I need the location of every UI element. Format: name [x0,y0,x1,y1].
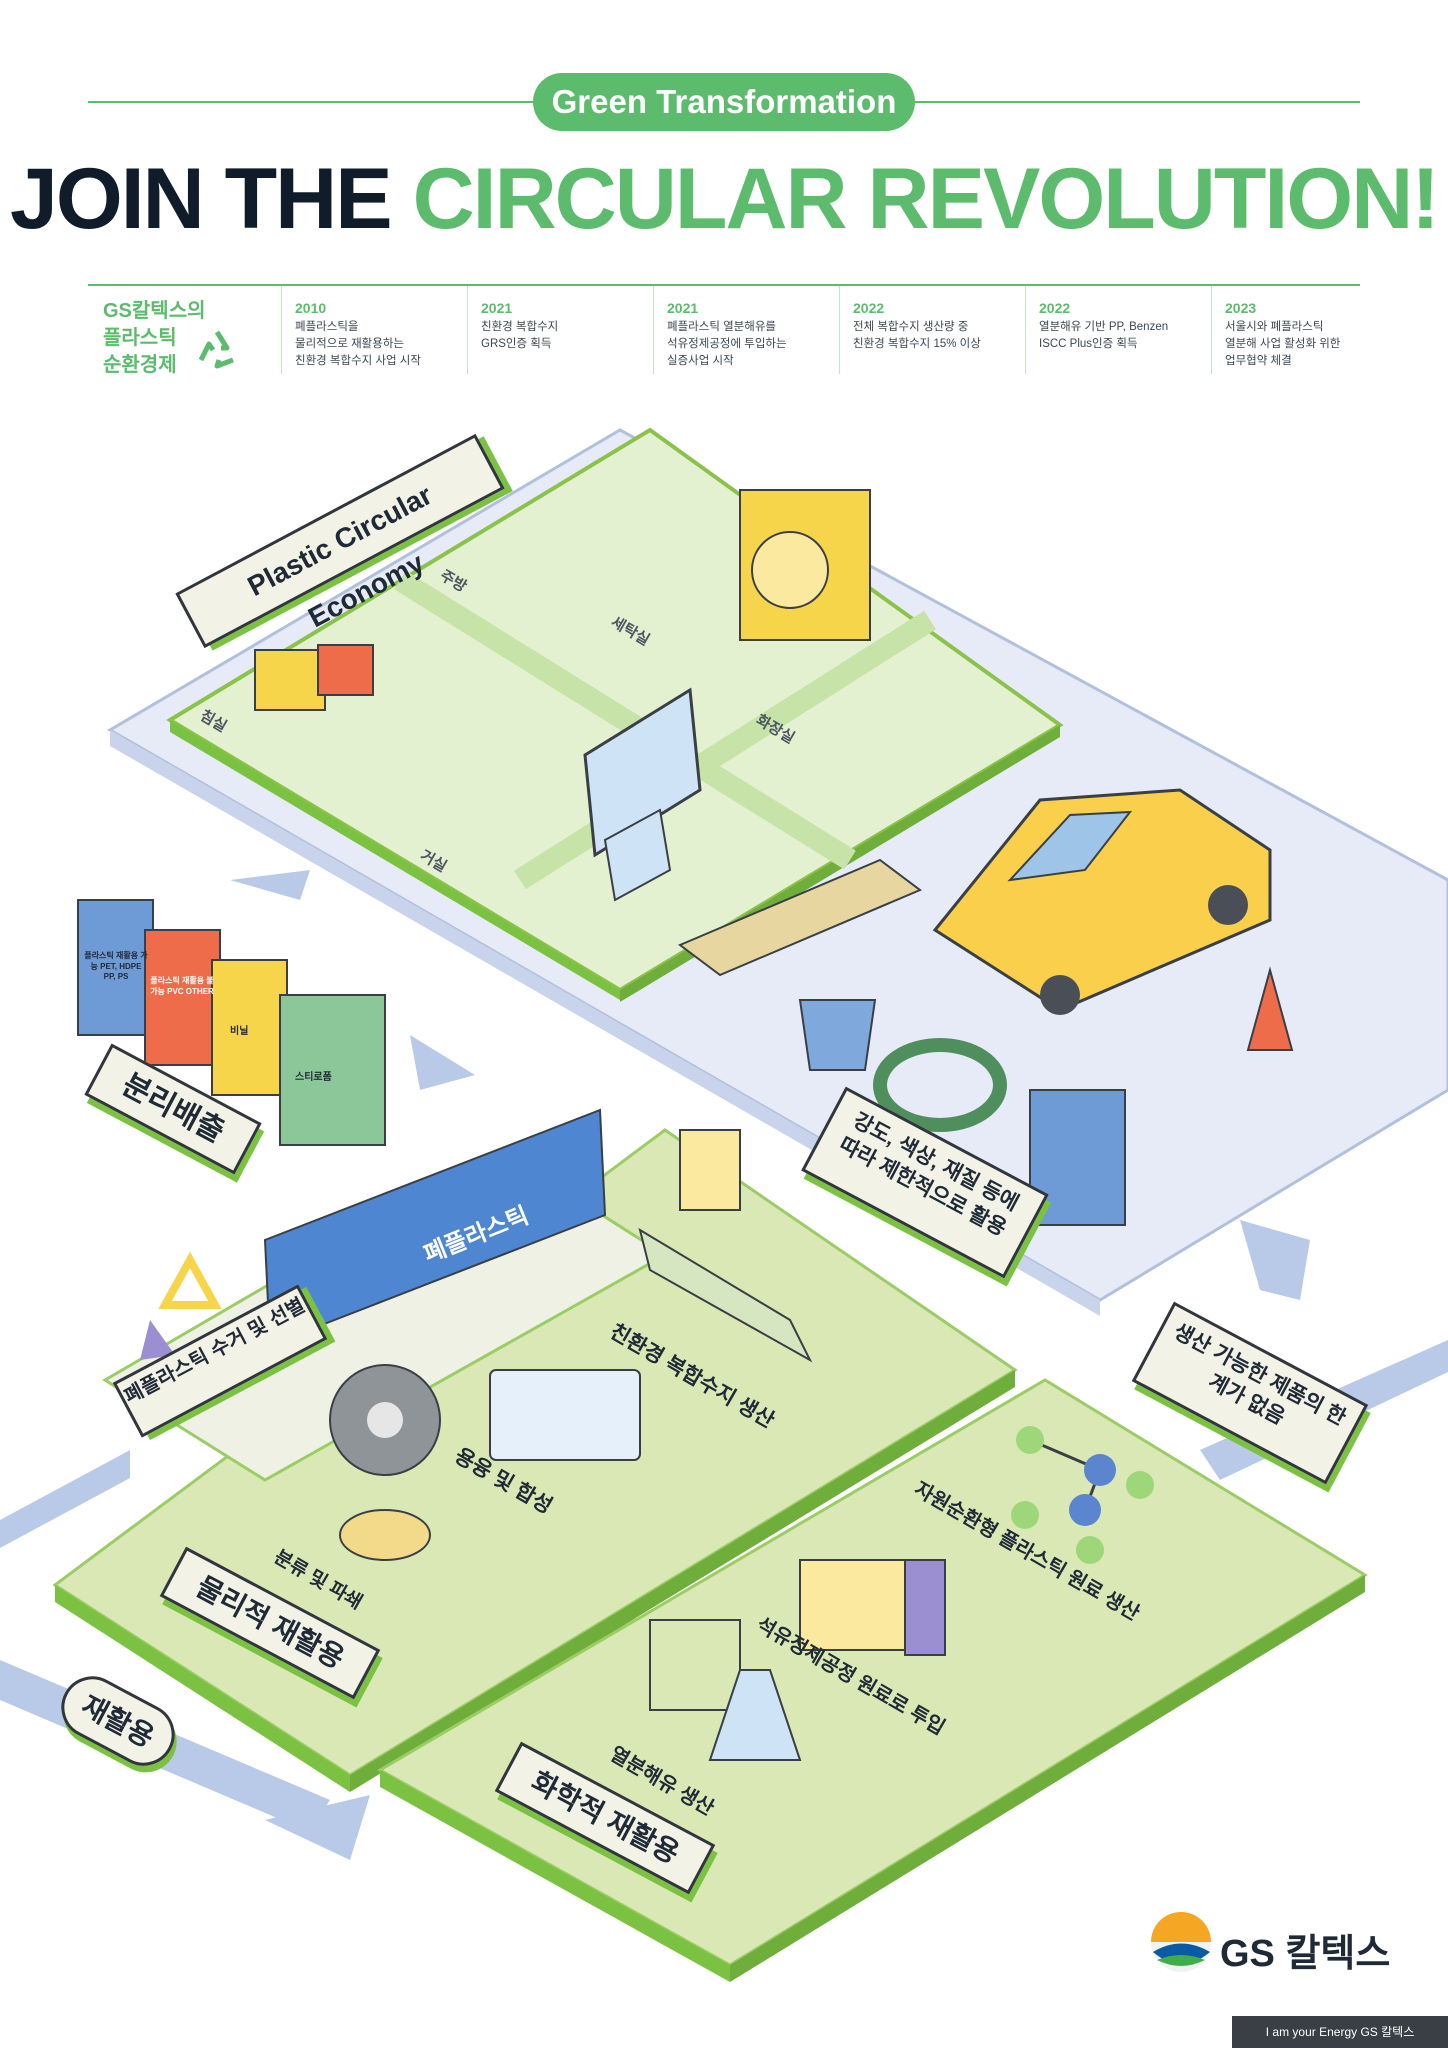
header-rule-left [88,101,534,103]
gs-logo-top [1151,1912,1211,1942]
recycle-icon [198,330,234,369]
bench-icon [678,858,922,977]
timeline-entry: 2022 전체 복합수지 생산량 중 친환경 복합수지 15% 이상 [839,286,1025,374]
footer-bar: I am your Energy GS 칼텍스 [1232,2016,1448,2048]
trash-bin-icon [1029,1089,1126,1226]
timeline-text: 서울시와 폐플라스틱 열분해 사업 활성화 위한 업무협약 체결 [1225,321,1341,367]
gs-caltex-logo: GS 칼텍스 [1220,1933,1391,1975]
timeline-year: 2022 [1039,300,1071,316]
pellets-icon [339,1509,431,1561]
bin-label-blue: 플라스틱 재활용 가능 PET, HDPE PP, PS [84,951,148,981]
recycle-icon [140,1251,222,1360]
wheel-icon [1208,885,1248,925]
crate-icon [317,644,374,696]
flask-icon [708,1669,802,1761]
timeline-year: 2023 [1225,300,1257,316]
physical-field-edge [55,1585,350,1792]
chemical-field-edge [380,1770,730,1982]
physical-field-edge2 [350,1370,1015,1792]
house-floor-edge [170,720,620,1000]
green-transformation-badge: Green Transformation [533,73,915,131]
brand-line: 플라스틱 [103,327,177,349]
test-tubes-icon [649,1619,741,1711]
tv-icon [583,687,702,858]
title-green: CIRCULAR REVOLUTION! [412,151,1440,247]
timeline-text: 전체 복합수지 생산량 중 친환경 복합수지 15% 이상 [853,321,981,350]
arrow-left-band [0,1450,130,1548]
refinery-icon [799,1559,911,1651]
laptop-icon [603,808,672,902]
bin-yellow-icon [211,959,288,1096]
washer-door-icon [751,531,829,609]
timeline-rule [88,284,1360,286]
timeline-text: 폐플라스틱 열분해유를 석유정제공정에 투입하는 실증사업 시작 [667,321,787,367]
bin-label-green: 스티로폼 [295,1072,332,1083]
timeline-entry: 2010 폐플라스틱을 물리적으로 재활용하는 친환경 복합수지 사업 시작 [281,286,467,374]
timeline-entry: 2023 서울시와 폐플라스틱 열분해 사업 활성화 위한 업무협약 체결 [1211,286,1361,374]
refinery-tank-icon [904,1559,946,1656]
mixer-icon [489,1369,641,1461]
timeline-year: 2010 [295,300,327,316]
arrow-up-right [1240,1220,1310,1300]
hose-icon [873,1038,1007,1132]
crate-icon [254,649,326,711]
hopper-icon [679,1129,741,1211]
arrow-head-bottom [265,1795,370,1860]
gs-logo-green [1157,1955,1205,1966]
brand-line: 순환경제 [103,354,177,376]
timeline-year: 2022 [853,300,885,316]
bin-red-icon [144,929,221,1066]
timeline-entry: 2021 친환경 복합수지 GRS인증 획득 [467,286,653,374]
timeline-brand: GS칼텍스의 플라스틱 순환경제 [103,298,273,379]
conveyor-icon [638,1227,813,1363]
bin-label-yellow: 비닐 [230,1026,249,1037]
floor-divider [514,610,936,890]
timeline-text: 친환경 복합수지 GRS인증 획득 [481,321,559,350]
arrow-into-bins [230,870,310,900]
brand-line: GS칼텍스의 [103,300,206,322]
bin-label-red: 플라스틱 재활용 불가능 PVC OTHER [150,976,214,996]
traffic-cone-icon [1246,966,1294,1051]
bin-green-icon [279,994,386,1146]
bucket-icon [798,999,877,1071]
timeline-entry: 2021 폐플라스틱 열분해유를 석유정제공정에 투입하는 실증사업 시작 [653,286,839,374]
arrow-into-container [410,1035,475,1090]
molecule-icon [1011,1426,1154,1564]
timeline-entry: 2022 열분해유 기반 PP, Benzen ISCC Plus인증 획득 [1025,286,1211,374]
title-dark: JOIN THE [10,151,393,247]
timeline-year: 2021 [481,300,513,316]
wheel-icon [1040,975,1080,1015]
floor-divider [394,570,856,870]
timeline-text: 폐플라스틱을 물리적으로 재활용하는 친환경 복합수지 사업 시작 [295,321,421,367]
timeline-text: 열분해유 기반 PP, Benzen ISCC Plus인증 획득 [1039,321,1169,350]
gear-hub-icon [367,1402,403,1438]
bin-blue-icon [77,899,154,1036]
timeline-year: 2021 [667,300,699,316]
chemical-field-edge2 [730,1575,1365,1982]
car-window-icon [1007,810,1133,882]
page-title: JOIN THE CIRCULAR REVOLUTION! [0,150,1448,249]
header-rule-right [914,101,1360,103]
